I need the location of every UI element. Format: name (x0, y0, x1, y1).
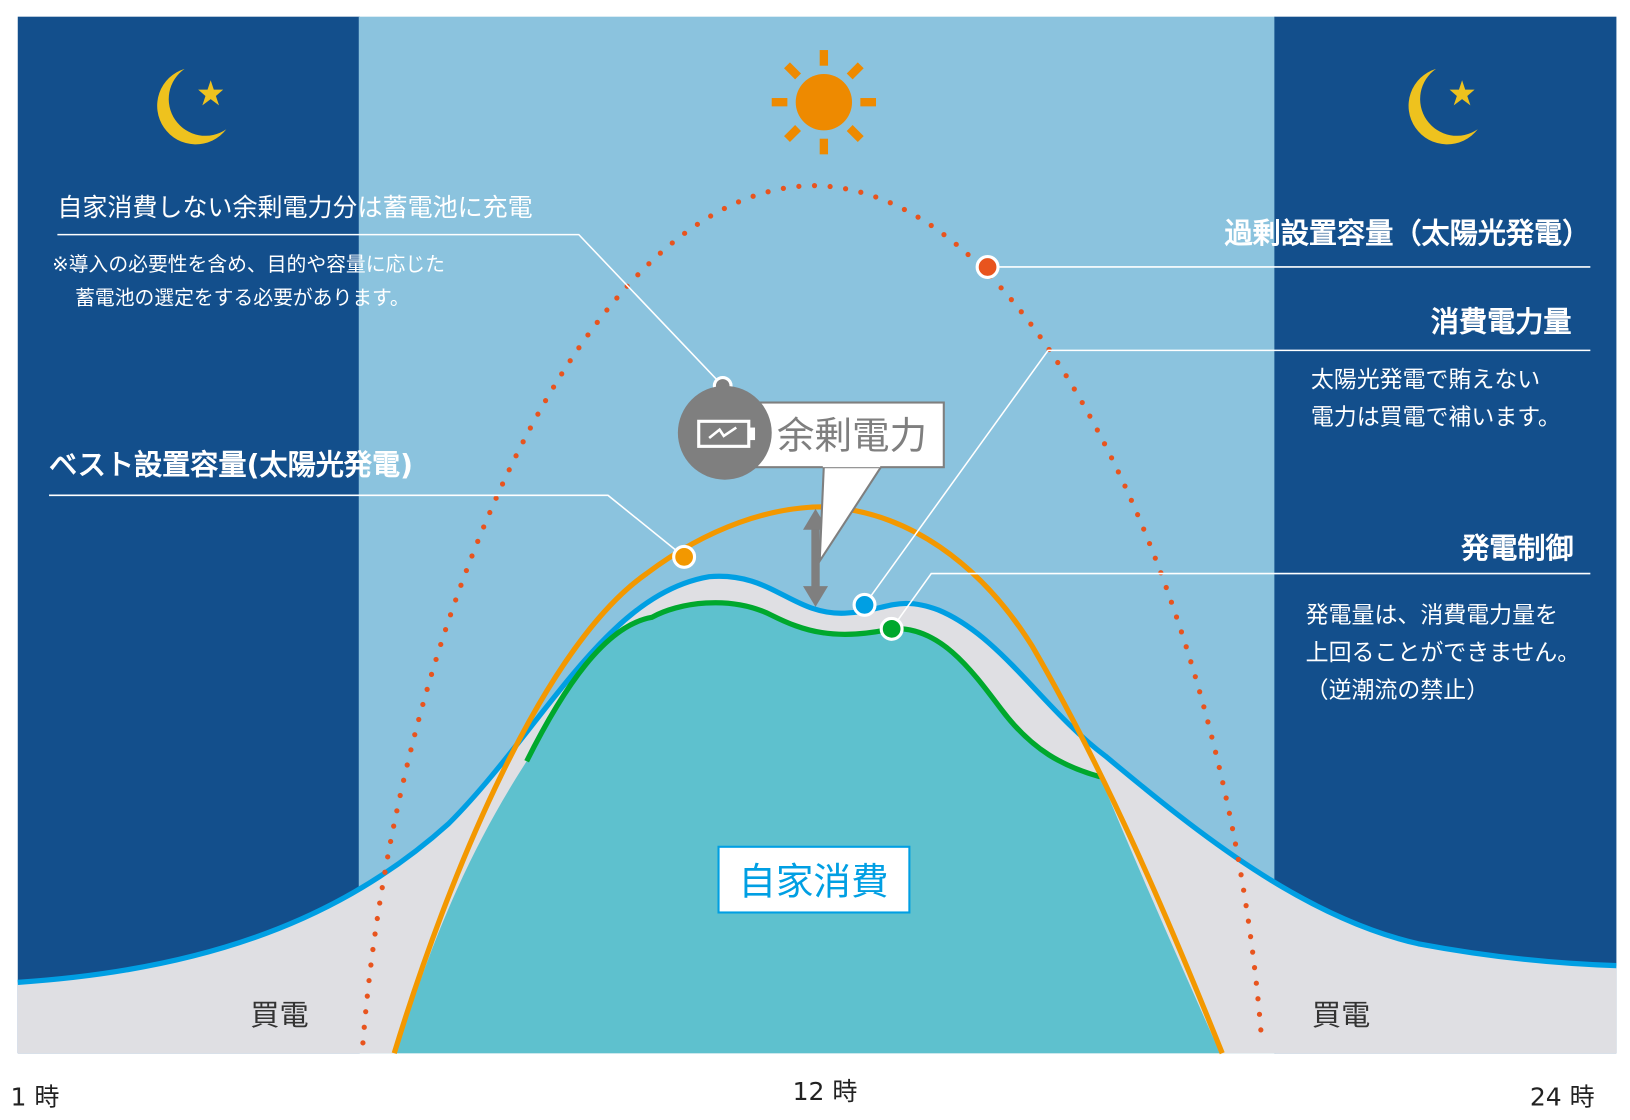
note-line-1: ※導入の必要性を含め、目的や容量に応じた (52, 253, 445, 276)
consumption-marker (852, 592, 877, 617)
self-consumption-label: 自家消費 (738, 860, 888, 904)
consumption-desc-1: 太陽光発電で賄えない (1311, 367, 1540, 393)
battery-icon (677, 385, 772, 480)
self-consumption-area (396, 602, 1221, 1054)
best-capacity-label: ベスト設置容量(太陽光発電) (49, 448, 413, 481)
excess-capacity-marker (975, 254, 1000, 279)
control-desc-3: （逆潮流の禁止） (1306, 678, 1490, 704)
night-background-right (1274, 16, 1617, 1054)
time-label-start: 1 時 (10, 1082, 59, 1111)
controlled-generation-line (524, 600, 1101, 780)
sun-icon (771, 50, 877, 155)
excess-capacity-label: 過剰設置容量（太陽光発電） (1225, 217, 1591, 250)
buy-label-left: 買電 (250, 998, 308, 1032)
consumption-label: 消費電力量 (1431, 306, 1572, 339)
control-label: 発電制御 (1460, 532, 1574, 565)
control-marker (879, 616, 904, 641)
consumption-desc-2: 電力は買電で補います。 (1311, 404, 1561, 430)
moon-star-icon (1408, 68, 1478, 145)
control-desc-1: 発電量は、消費電力量を (1306, 603, 1558, 629)
consumption-line (17, 573, 1617, 985)
surplus-power-label: 余剰電力 (777, 413, 927, 457)
surplus-charge-text: 自家消費しない余剰電力分は蓄電池に充電 (57, 193, 532, 222)
surplus-callout: 余剰電力 (751, 401, 945, 565)
moon-star-icon (157, 68, 227, 145)
control-desc-2: 上回ることができません。 (1306, 640, 1581, 666)
note-line-2: 蓄電池の選定をする必要があります。 (75, 287, 410, 310)
best-capacity-marker (672, 544, 697, 569)
buy-label-right: 買電 (1312, 998, 1370, 1032)
leader-lines (49, 233, 1591, 630)
self-consumption-box (717, 845, 911, 914)
night-background-left (17, 16, 360, 1054)
excess-generation-line (360, 183, 1265, 1046)
time-label-end: 24 時 (1530, 1082, 1595, 1111)
time-label-noon: 12 時 (793, 1077, 858, 1106)
